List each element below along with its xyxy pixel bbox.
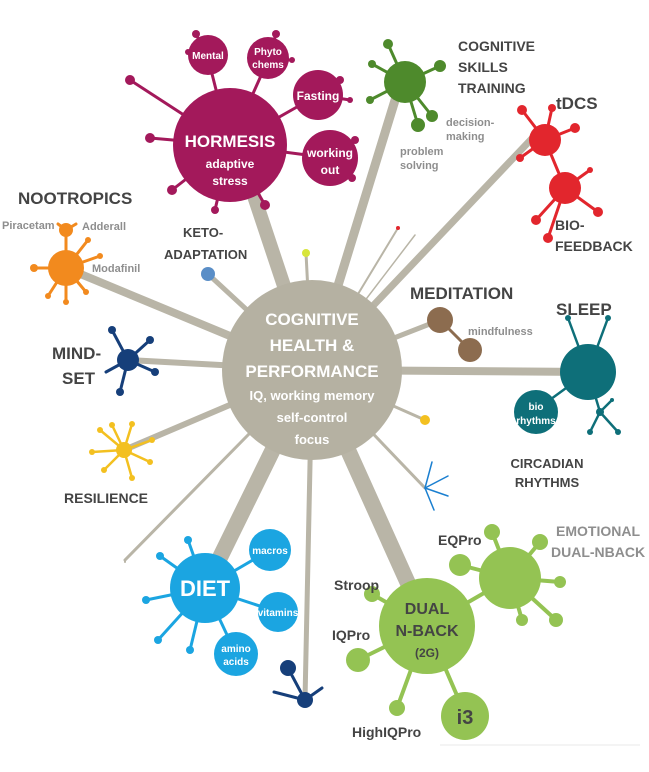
phyto-label-2: chems xyxy=(252,60,284,71)
adderall-label: Adderall xyxy=(82,221,126,233)
emotional-nback-node xyxy=(479,547,541,609)
nootropics-label: NOOTROPICS xyxy=(18,189,132,208)
cognitive-skills-node xyxy=(384,61,426,103)
fasting-label: Fasting xyxy=(297,89,340,103)
bio-rhythms-node xyxy=(514,390,558,434)
mental-label: Mental xyxy=(192,51,224,62)
tdcs-cluster: tDCS BIO- FEEDBACK xyxy=(516,94,633,254)
phyto-label-1: Phyto xyxy=(254,47,282,58)
mindset-label-1: MIND- xyxy=(52,344,101,363)
decision-making-label-1: decision- xyxy=(446,117,495,129)
nootropics-node xyxy=(48,250,84,286)
hormesis-cluster: HORMESIS adaptive stress Mental Phyto ch… xyxy=(125,30,359,214)
mindset-cluster: MIND- SET xyxy=(52,326,159,396)
hormesis-title: HORMESIS xyxy=(185,132,276,151)
vitamins-label: vitamins xyxy=(258,608,299,619)
dual-nback-node xyxy=(379,578,475,674)
meditation-label: MEDITATION xyxy=(410,284,513,303)
diet-label: DIET xyxy=(180,576,231,601)
center-sub-1: IQ, working memory xyxy=(250,388,376,403)
keto-label-1: KETO- xyxy=(183,225,223,240)
center-sub-2: self-control xyxy=(277,410,348,425)
diet-cluster: DIET macros vitamins amino acids xyxy=(142,529,299,676)
sleep-label: SLEEP xyxy=(556,300,612,319)
keto-cluster: KETO- ADAPTATION xyxy=(164,225,247,281)
amino-acids-node xyxy=(214,632,258,676)
i3-label: i3 xyxy=(457,707,474,729)
phytochems-node xyxy=(247,37,289,79)
highiqpro-label: HighIQPro xyxy=(352,724,421,740)
cognitive-skills-label-1: COGNITIVE xyxy=(458,38,535,54)
unlabeled-spray xyxy=(424,461,449,511)
working-out-label-2: out xyxy=(321,163,340,177)
mindset-node xyxy=(117,349,139,371)
iqpro-label: IQPro xyxy=(332,627,370,643)
working-out-label-1: working xyxy=(306,146,353,160)
tdcs-label: tDCS xyxy=(556,94,598,113)
cognitive-skills-cluster: COGNITIVE SKILLS TRAINING decision- maki… xyxy=(366,38,535,172)
piracetam-label: Piracetam xyxy=(2,220,55,232)
center-title-1: COGNITIVE xyxy=(265,310,359,329)
emotional-label-1: EMOTIONAL xyxy=(556,523,640,539)
working-out-node xyxy=(302,130,358,186)
bio-rhythms-label-1: bio xyxy=(529,402,544,413)
resilience-node xyxy=(116,442,132,458)
meditation-cluster: MEDITATION mindfulness xyxy=(410,284,533,362)
problem-solving-label-2: solving xyxy=(400,160,439,172)
modafinil-label: Modafinil xyxy=(92,263,140,275)
accent-pins xyxy=(302,226,430,425)
dual-nback-label-3: (2G) xyxy=(415,646,439,660)
macros-label: macros xyxy=(252,546,288,557)
decision-making-label-2: making xyxy=(446,131,485,143)
nootropics-cluster: NOOTROPICS Piracetam Adderall Modafinil xyxy=(2,189,140,305)
resilience-label: RESILIENCE xyxy=(64,490,148,506)
center-node xyxy=(222,280,402,460)
dual-nback-cluster: DUAL N-BACK (2G) i3 EQPro EMOTIONAL DUAL… xyxy=(332,523,645,740)
eqpro-label: EQPro xyxy=(438,532,482,548)
macros-node xyxy=(249,529,291,571)
meditation-node-2 xyxy=(458,338,482,362)
hormesis-sub-2: stress xyxy=(212,174,248,188)
stroop-label: Stroop xyxy=(334,577,379,593)
mindset-label-2: SET xyxy=(62,369,96,388)
problem-solving-label-1: problem xyxy=(400,146,444,158)
amino-label-2: acids xyxy=(223,657,249,668)
hormesis-sub-1: adaptive xyxy=(206,157,255,171)
circadian-label-1: CIRCADIAN xyxy=(511,456,584,471)
center-title-2: HEALTH & xyxy=(270,336,355,355)
mindfulness-label: mindfulness xyxy=(468,326,533,338)
center-cluster: COGNITIVE HEALTH & PERFORMANCE IQ, worki… xyxy=(222,280,402,460)
resilience-cluster: RESILIENCE xyxy=(64,421,155,506)
biofeedback-node xyxy=(549,172,581,204)
sleep-node xyxy=(560,344,616,400)
bio-rhythms-label-2: rhythms xyxy=(516,416,556,427)
cognitive-skills-label-2: SKILLS xyxy=(458,59,508,75)
biofeedback-label-2: FEEDBACK xyxy=(555,238,633,254)
dual-nback-label-2: N-BACK xyxy=(395,623,459,640)
emotional-label-2: DUAL-NBACK xyxy=(551,544,645,560)
keto-label-2: ADAPTATION xyxy=(164,247,247,262)
sleep-cluster: SLEEP bio rhythms CIRCADIAN RHYTHMS xyxy=(511,300,621,490)
tdcs-node xyxy=(529,124,561,156)
diet-node xyxy=(170,553,240,623)
center-title-3: PERFORMANCE xyxy=(245,362,378,381)
meditation-node-1 xyxy=(427,307,453,333)
i3-node xyxy=(441,692,489,740)
dual-nback-label-1: DUAL xyxy=(405,601,450,618)
biofeedback-label-1: BIO- xyxy=(555,217,585,233)
navy-bottom-node xyxy=(297,692,313,708)
navy-bottom-cluster xyxy=(272,660,324,708)
cognitive-skills-label-3: TRAINING xyxy=(458,80,526,96)
mental-node xyxy=(188,35,228,75)
keto-node xyxy=(201,267,215,281)
center-sub-3: focus xyxy=(295,432,330,447)
amino-label-1: amino xyxy=(221,644,250,655)
vitamins-node xyxy=(258,592,298,632)
hormesis-node xyxy=(173,88,287,202)
circadian-label-2: RHYTHMS xyxy=(515,475,580,490)
fasting-node xyxy=(293,70,343,120)
